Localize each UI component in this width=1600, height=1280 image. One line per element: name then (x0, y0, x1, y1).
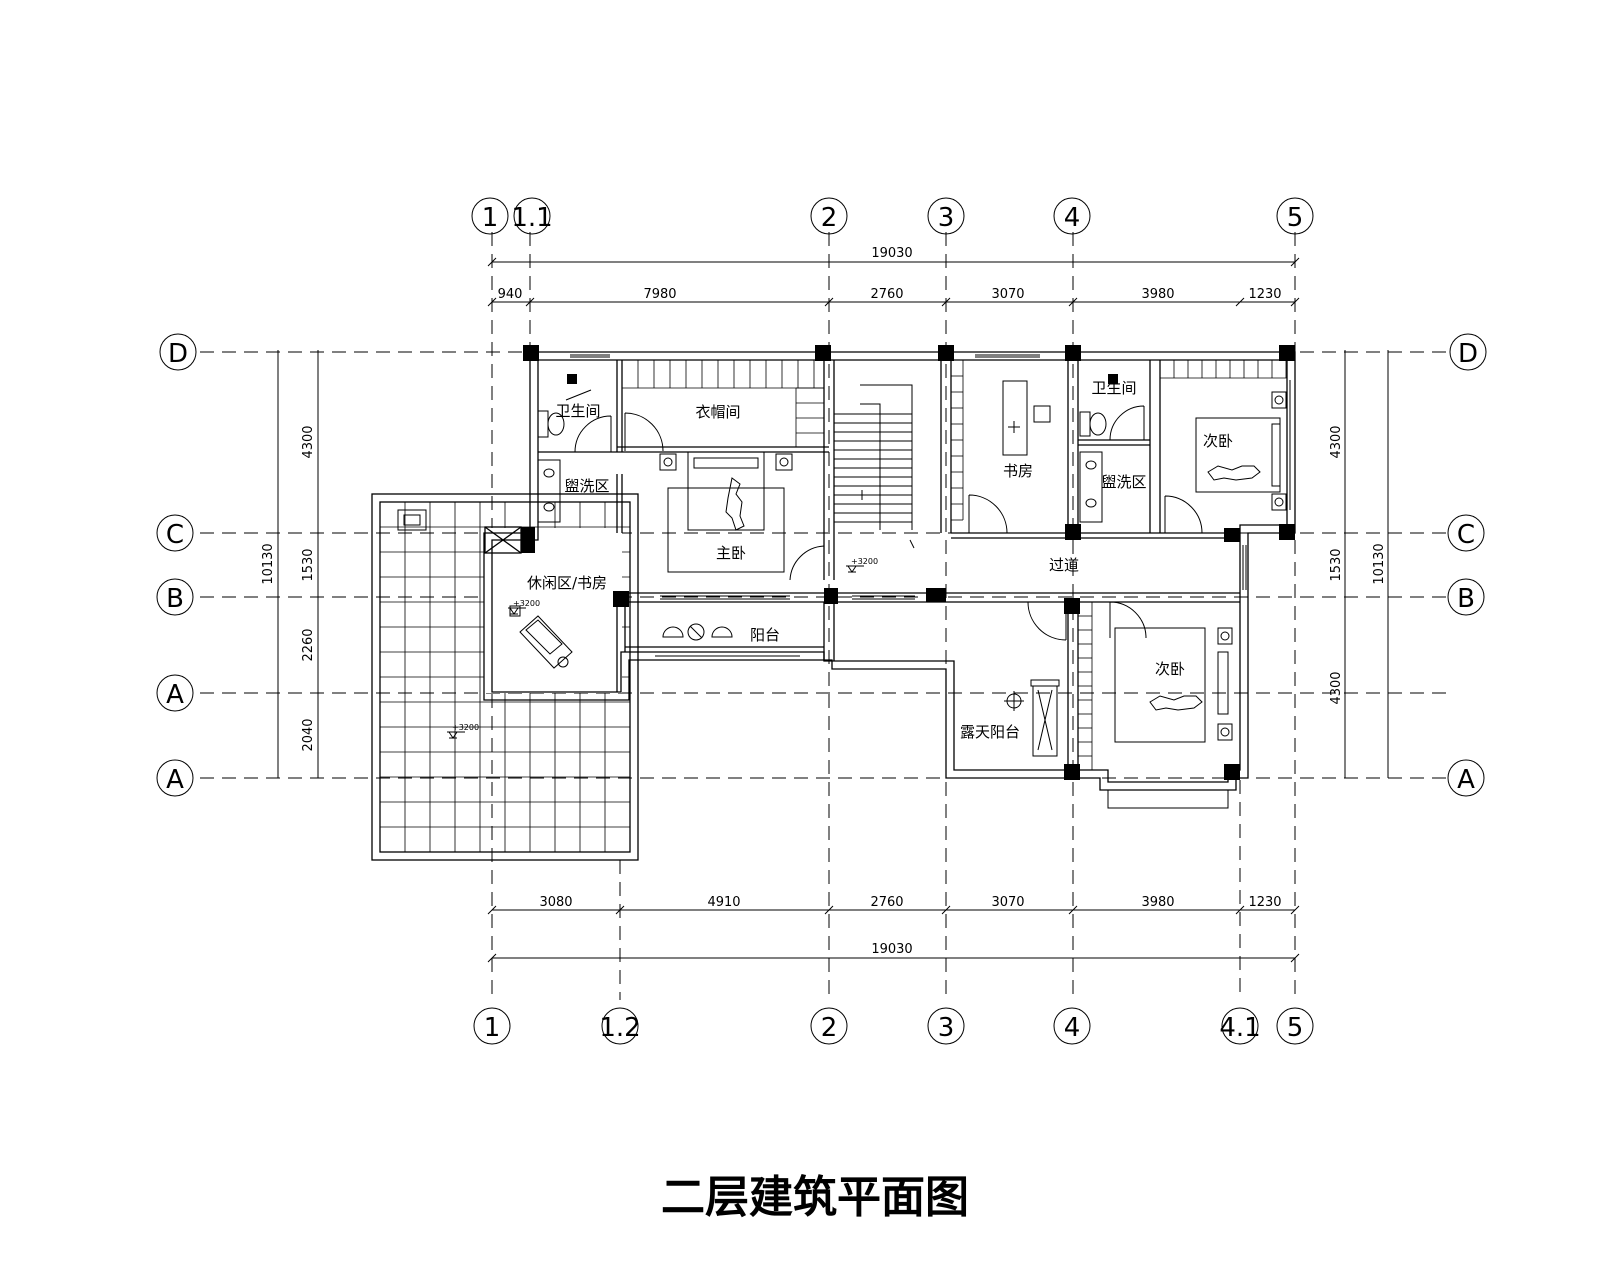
dimension-label: 1530 (1329, 548, 1344, 581)
axis-bubbles-bottom: 1 1.2 2 3 4 4.1 5 (473, 1007, 1314, 1045)
axis-label: 3 (938, 1013, 955, 1043)
dimensions-bottom: 3080 4910 2760 3070 3980 1230 19030 (487, 895, 1300, 963)
dimension-label: 10130 (261, 543, 276, 584)
axis-label: D (168, 339, 188, 369)
axis-label: 5 (1287, 1013, 1304, 1043)
axis-label: A (1457, 765, 1475, 795)
structural-columns (484, 345, 1295, 780)
axis-label: 1.2 (599, 1013, 640, 1043)
dimension-label: 4910 (707, 895, 740, 910)
dimension-label: 2760 (870, 895, 903, 910)
axis-label: 4.1 (1219, 1013, 1260, 1043)
axis-bubbles-top: 1 1.1 2 3 4 5 (471, 197, 1314, 235)
room-label-balcony: 阳台 (750, 626, 780, 644)
axis-label: C (166, 520, 184, 550)
dimension-label: 1230 (1248, 895, 1281, 910)
axis-label: B (1457, 584, 1475, 614)
room-label-bedroom-top: 次卧 (1203, 432, 1233, 450)
dimension-label: 3070 (991, 287, 1024, 302)
room-label-corridor: 过道 (1049, 556, 1079, 574)
level-mark-terrace: +3200 (452, 723, 479, 732)
axis-label: 2 (821, 203, 838, 233)
dimension-label: 7980 (643, 287, 676, 302)
axis-label: 4 (1064, 1013, 1081, 1043)
axis-label: 2 (821, 1013, 838, 1043)
dimension-label: 4300 (1329, 425, 1344, 458)
dimension-label: 2760 (870, 287, 903, 302)
axis-label: 3 (938, 203, 955, 233)
room-label-master-bedroom: 主卧 (716, 544, 746, 562)
dimension-label: 2260 (301, 628, 316, 661)
axis-label: B (166, 584, 184, 614)
axis-label: A (166, 765, 184, 795)
axis-bubbles-left: D C B A A (156, 333, 197, 797)
dimension-label: 940 (498, 287, 523, 302)
dimension-label: 19030 (871, 246, 912, 261)
dimension-label: 3980 (1141, 895, 1174, 910)
building-walls (483, 351, 1296, 791)
dimension-label: 3980 (1141, 287, 1174, 302)
dimensions-left: 10130 4300 1530 2260 2040 (261, 350, 319, 778)
dimension-label: 1530 (301, 548, 316, 581)
dimension-label: 4300 (1329, 671, 1344, 704)
doors (565, 389, 1203, 641)
axis-label: 1 (482, 203, 499, 233)
furniture (509, 374, 1287, 809)
axis-label: 1 (484, 1013, 501, 1043)
windows (570, 354, 1291, 657)
level-marks: +3200 +3200 +3200 (447, 557, 878, 739)
tile-strips (621, 359, 1287, 771)
level-mark-corridor: +3200 (851, 557, 878, 566)
level-mark-leisure: +3200 (513, 599, 540, 608)
axis-label: D (1458, 339, 1478, 369)
room-label-bath-left: 卫生间 (555, 402, 600, 420)
room-label-leisure-study: 休闲区/书房 (527, 574, 607, 592)
dimension-label: 10130 (1372, 543, 1387, 584)
dimensions-top: 19030 940 7980 2760 3070 3980 1230 (487, 246, 1300, 307)
axis-label: A (166, 680, 184, 710)
dimension-label: 3080 (539, 895, 572, 910)
room-label-bedroom-bottom: 次卧 (1155, 660, 1185, 678)
drawing-title: 二层建筑平面图 (661, 1172, 969, 1223)
dimension-label: 2040 (301, 718, 316, 751)
terrace (371, 493, 639, 861)
room-labels: 卫生间 衣帽间 盥洗区 主卧 书房 卫生间 盥洗区 次卧 休闲区/书房 过道 阳… (527, 379, 1233, 741)
room-label-study: 书房 (1003, 462, 1033, 480)
axis-label: 5 (1287, 203, 1304, 233)
dimension-label: 4300 (301, 425, 316, 458)
room-label-open-balcony: 露天阳台 (960, 723, 1020, 741)
room-label-wash-left: 盥洗区 (564, 477, 609, 495)
room-label-bath-right: 卫生间 (1091, 379, 1136, 397)
axis-label: 4 (1064, 203, 1081, 233)
room-label-wash-right: 盥洗区 (1101, 473, 1146, 491)
dimension-label: 19030 (871, 942, 912, 957)
axis-bubbles-right: D C B A (1447, 333, 1487, 797)
staircase (834, 384, 915, 549)
dimensions-right: 4300 1530 4300 10130 (1329, 350, 1389, 778)
room-label-wardrobe: 衣帽间 (695, 403, 740, 421)
axis-label: 1.1 (511, 203, 552, 233)
dimension-label: 1230 (1248, 287, 1281, 302)
axis-label: C (1457, 520, 1475, 550)
dimension-label: 3070 (991, 895, 1024, 910)
